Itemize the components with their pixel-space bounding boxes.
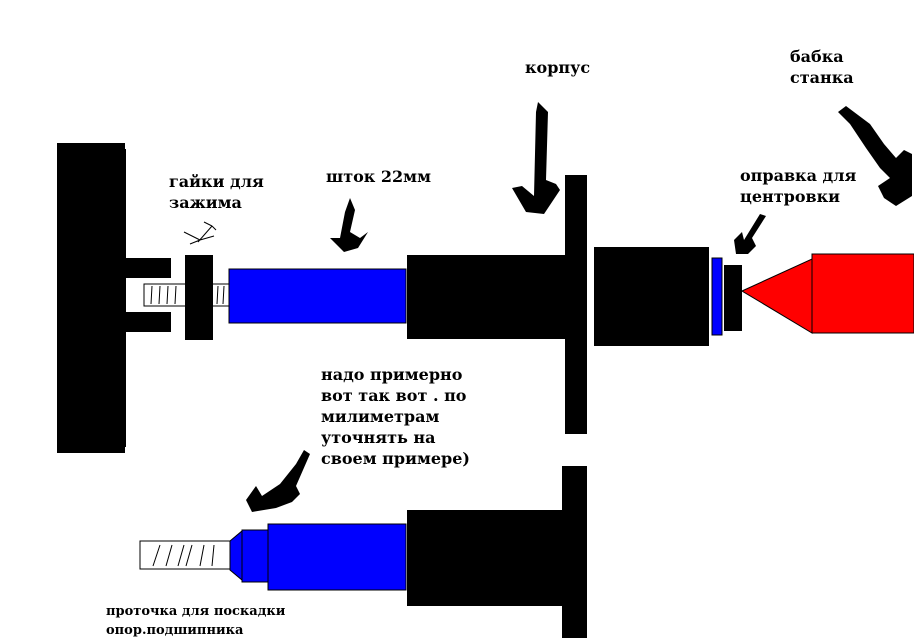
- chuck-jaw-top: [124, 258, 171, 278]
- chuck-plate: [57, 143, 125, 453]
- arrow-to-tailstock-icon: [838, 106, 912, 206]
- housing-flange: [565, 175, 587, 434]
- label-note: надо примерно вот так вот . по милиметра…: [321, 365, 470, 468]
- tailstock-center-cone: [740, 258, 813, 334]
- chuck-jaw-bottom: [124, 312, 171, 332]
- arrow-to-nut-icon: [183, 221, 217, 245]
- label-rod: шток 22мм: [326, 167, 431, 186]
- tailstock-body: [811, 253, 914, 334]
- rod-22mm: [228, 268, 407, 324]
- label-headstock: бабка станка: [790, 47, 854, 87]
- threaded-end-bottom: [139, 540, 233, 570]
- mandrel-body: [594, 247, 709, 346]
- label-nuts: гайки для зажима: [169, 172, 264, 212]
- arrow-to-groove-icon: [246, 450, 310, 512]
- bearing-seat: [241, 529, 269, 583]
- chuck-plate-edge: [117, 149, 126, 447]
- label-housing: корпус: [525, 58, 591, 77]
- housing-flange-bottom: [562, 466, 587, 638]
- arrow-to-rod-icon: [330, 198, 368, 252]
- label-groove: проточка для поскадки опор.подшипника: [106, 604, 286, 638]
- arrow-to-mandrel-icon: [734, 214, 766, 254]
- clamp-nut: [185, 255, 213, 340]
- arrow-to-housing-icon: [512, 102, 560, 214]
- housing-body-bottom: [407, 510, 567, 606]
- mandrel-nut: [724, 265, 742, 331]
- rod-22mm-bottom: [267, 523, 407, 591]
- blue-washer: [711, 257, 723, 336]
- housing-body: [407, 255, 567, 339]
- bearing-shoulder-cone: [229, 529, 243, 582]
- label-mandrel: оправка для центровки: [740, 166, 857, 206]
